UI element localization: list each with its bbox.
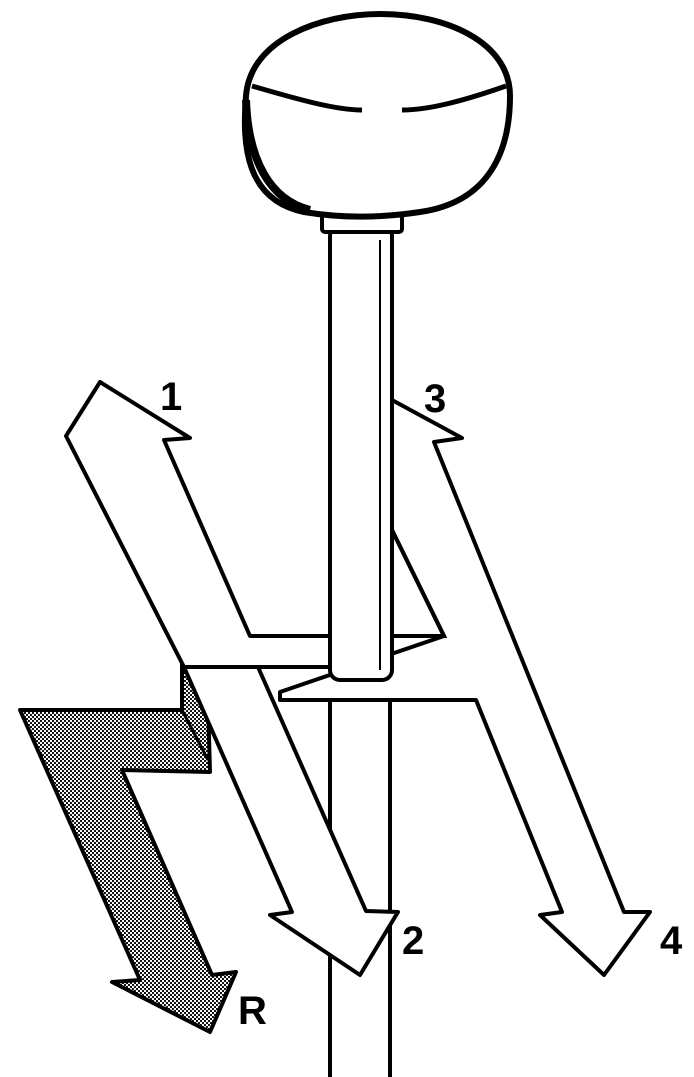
gear-label-2: 2: [402, 919, 424, 963]
gear-stick-shaft: [328, 224, 394, 682]
gear-stick-knob: [241, 10, 514, 220]
reverse-arrow-fold: [180, 709, 210, 761]
gear-stick-knob-rim: [251, 83, 507, 113]
shift-arrow-3-4: [278, 398, 652, 977]
shift-arrow-1-2: [64, 380, 334, 669]
gear-label-4: 4: [660, 919, 683, 963]
reverse-arrow: [18, 646, 238, 1034]
shift-arrow-2-tail: [182, 665, 400, 977]
gear-label-r: R: [238, 989, 267, 1033]
gear-label-3: 3: [424, 377, 446, 421]
gear-label-1: 1: [160, 375, 182, 419]
right-arrow-inner-edge: [390, 529, 448, 638]
gear-stick-knob-shadow: [242, 99, 312, 214]
